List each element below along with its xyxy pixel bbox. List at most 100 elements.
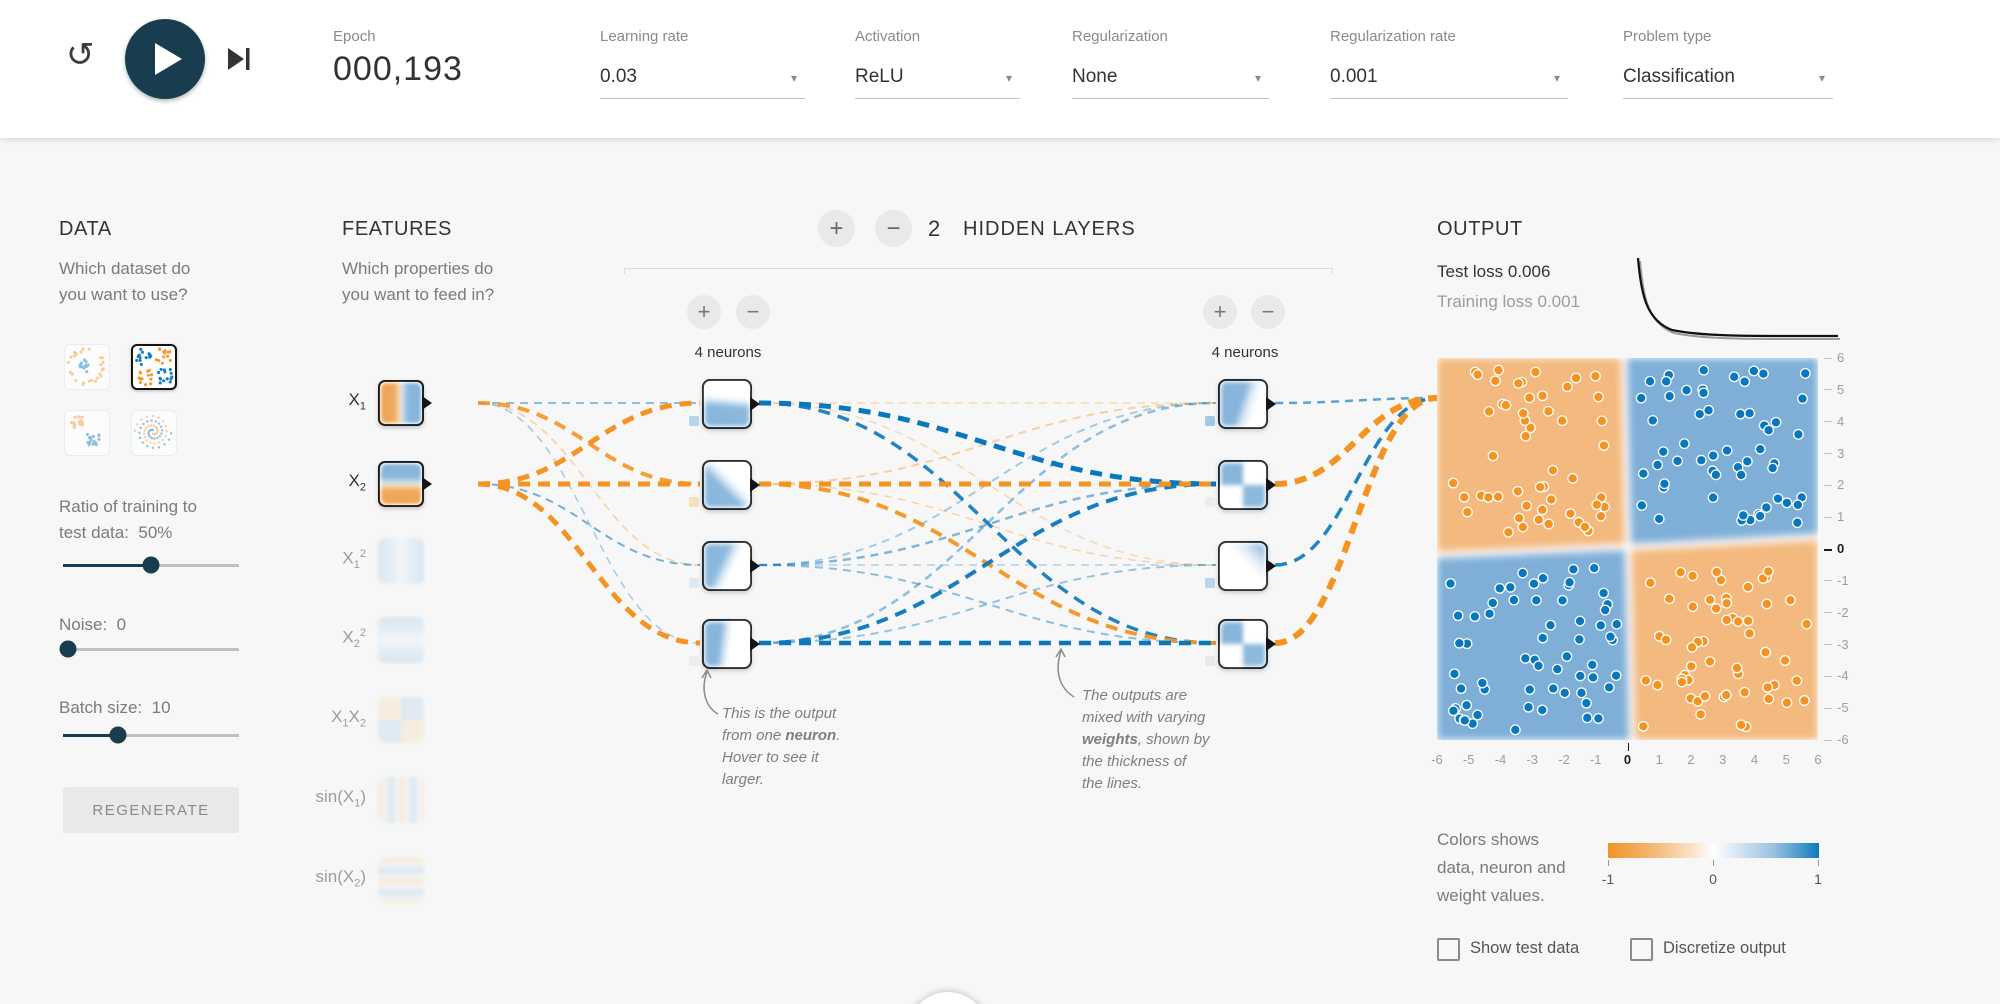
feature-heatmap [378, 697, 424, 743]
color-scale [1608, 843, 1819, 858]
layer1-neuron-count: 4 neurons [694, 344, 762, 361]
x-axis-tick: 1 [1655, 752, 1663, 767]
discretize-output-label[interactable]: Discretize output [1663, 939, 1786, 957]
neuron-layer2-1[interactable] [1205, 379, 1276, 429]
regularization-value[interactable]: None [1072, 66, 1118, 87]
regularization-dropdown[interactable]: Regularization None ▾ [1072, 0, 1269, 120]
feature-x1-squared[interactable]: X12 [312, 538, 482, 584]
y-axis-tick: -5 [1837, 700, 1849, 716]
feature-thumbnail[interactable] [378, 617, 424, 663]
neuron-layer1-2[interactable] [689, 460, 760, 510]
neuron-layer1-4[interactable] [689, 619, 760, 669]
learning-rate-dropdown[interactable]: Learning rate 0.03 ▾ [600, 0, 805, 120]
loss-curve-chart [1636, 257, 1841, 341]
x-axis-tick: 2 [1687, 752, 1695, 767]
slider-thumb[interactable] [142, 556, 160, 574]
y-axis-dash [1824, 389, 1832, 391]
dataset-spiral[interactable] [131, 410, 177, 456]
remove-neuron-layer2-button[interactable]: − [1251, 295, 1285, 329]
decision-boundary-plot [1437, 358, 1818, 740]
dataset-exclusive-or[interactable] [131, 344, 177, 390]
divider [600, 98, 805, 99]
feature-thumbnail[interactable] [378, 777, 424, 823]
slider-thumb[interactable] [59, 640, 77, 658]
x-axis-tick: -3 [1526, 752, 1539, 767]
reset-icon[interactable]: ↺ [66, 35, 95, 75]
y-axis-dash [1824, 675, 1832, 677]
problem-type-value[interactable]: Classification [1623, 66, 1735, 87]
activation-value[interactable]: ReLU [855, 66, 904, 87]
layers-bracket [624, 268, 1333, 269]
noise-slider[interactable] [59, 640, 239, 658]
feature-label: sin(X2) [315, 867, 366, 890]
neuron-layer1-1[interactable] [689, 379, 760, 429]
neuron-heatmap [705, 463, 749, 507]
discretize-output-checkbox[interactable] [1630, 938, 1653, 961]
neuron-layer1-3[interactable] [689, 541, 760, 591]
show-test-data-label[interactable]: Show test data [1470, 939, 1580, 957]
epoch-value: 000,193 [333, 50, 463, 88]
play-button[interactable] [125, 19, 205, 99]
bracket-tick [624, 268, 625, 274]
feature-thumbnail[interactable] [378, 380, 432, 426]
problem-type-dropdown[interactable]: Problem type Classification ▾ [1623, 0, 1833, 120]
y-axis-tick: 4 [1837, 413, 1845, 429]
batch-size-slider[interactable] [63, 726, 239, 744]
x-axis-tick: -1 [1589, 752, 1602, 767]
y-axis-dash [1824, 644, 1832, 645]
color-scale-tick [1818, 860, 1819, 866]
learning-rate-value[interactable]: 0.03 [600, 66, 637, 87]
chevron-down-icon[interactable]: ▾ [1553, 71, 1560, 85]
y-axis-dash [1824, 484, 1832, 486]
add-neuron-layer1-button[interactable]: + [687, 295, 721, 329]
remove-layer-button[interactable]: − [875, 210, 912, 247]
feature-sin-x1[interactable]: sin(X1) [312, 777, 482, 823]
slider-thumb[interactable] [109, 726, 127, 744]
feature-thumbnail[interactable] [378, 697, 424, 743]
add-neuron-layer2-button[interactable]: + [1203, 295, 1237, 329]
regenerate-button[interactable]: REGENERATE [63, 787, 239, 833]
neuron-layer2-4[interactable] [1205, 619, 1276, 669]
chevron-down-icon[interactable]: ▾ [1005, 71, 1012, 85]
color-scale-label: 0 [1709, 871, 1717, 887]
output-heading: OUTPUT [1437, 218, 1523, 240]
neuron-heatmap [1221, 463, 1265, 507]
feature-thumbnail[interactable] [378, 461, 432, 507]
remove-neuron-layer1-button[interactable]: − [736, 295, 770, 329]
feature-x2-squared[interactable]: X22 [312, 617, 482, 663]
regularization-rate-value[interactable]: 0.001 [1330, 66, 1378, 87]
y-axis-tick: 1 [1837, 509, 1845, 525]
train-test-ratio-slider[interactable] [63, 556, 239, 574]
curved-arrow-icon [701, 668, 719, 715]
show-test-data-checkbox[interactable] [1437, 938, 1460, 961]
batch-size-value: 10 [151, 698, 171, 717]
divider [1623, 98, 1833, 99]
test-loss: Test loss 0.006 [1437, 262, 1551, 281]
feature-sin-x2[interactable]: sin(X2) [312, 857, 482, 903]
chevron-down-icon[interactable]: ▾ [1254, 71, 1261, 85]
y-axis-dash [1824, 453, 1832, 454]
step-forward-icon[interactable] [228, 46, 251, 75]
dataset-circle[interactable] [64, 344, 110, 390]
chevron-down-icon[interactable]: ▾ [1818, 71, 1825, 85]
color-scale-tick [1608, 860, 1609, 866]
neuron-layer2-2[interactable] [1205, 460, 1276, 510]
feature-x2[interactable]: X2 [312, 461, 482, 507]
add-layer-button[interactable]: + [818, 210, 855, 247]
feature-x1[interactable]: X1 [312, 380, 482, 426]
feature-x1x2[interactable]: X1X2 [312, 697, 482, 743]
feature-thumbnail[interactable] [378, 538, 424, 584]
training-loss: Training loss 0.001 [1437, 292, 1581, 311]
bracket-tick [1332, 268, 1333, 274]
feature-label: X1X2 [331, 707, 366, 730]
regularization-rate-dropdown[interactable]: Regularization rate 0.001 ▾ [1330, 0, 1568, 120]
y-axis-dash [1824, 707, 1832, 709]
activation-dropdown[interactable]: Activation ReLU ▾ [855, 0, 1020, 120]
feature-thumbnail[interactable] [378, 857, 424, 903]
problem-type-label: Problem type [1623, 28, 1712, 45]
dataset-gaussian[interactable] [64, 410, 110, 456]
output-nub [422, 477, 432, 491]
y-axis-tick: -3 [1837, 636, 1849, 652]
chevron-down-icon[interactable]: ▾ [790, 71, 797, 85]
neuron-layer2-3[interactable] [1205, 541, 1276, 591]
